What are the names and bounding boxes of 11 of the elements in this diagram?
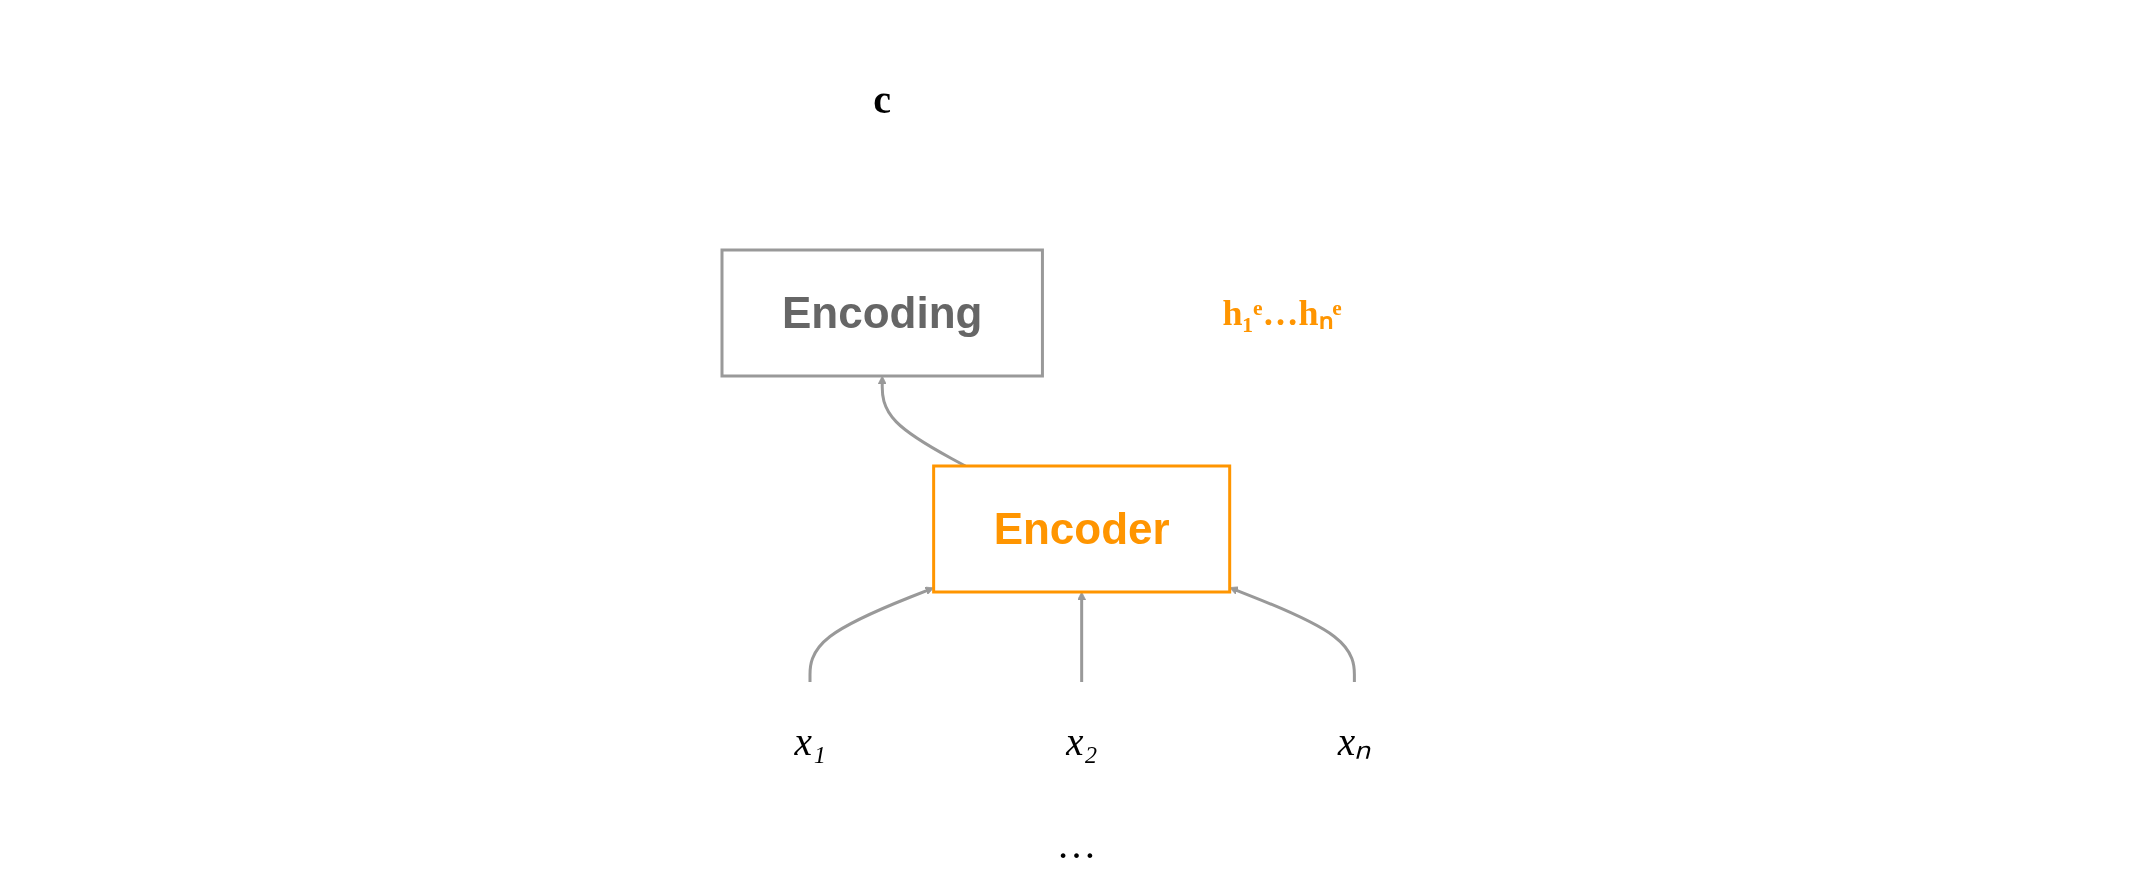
arrow: [1229, 585, 1356, 682]
node-label: c: [873, 76, 891, 122]
node-text: x₂: [1065, 718, 1098, 764]
node-box: Encoding: [720, 248, 1044, 377]
ellipsis-text: …: [1056, 821, 1097, 867]
node-label: h₁ᵉ…hₙᵉ: [1222, 292, 1342, 333]
arrow: [808, 586, 934, 682]
arrow: [1077, 591, 1086, 682]
node-text: x₁: [794, 718, 826, 764]
node-text: xₙ: [1337, 718, 1372, 764]
node-box: Encoder: [932, 464, 1232, 593]
